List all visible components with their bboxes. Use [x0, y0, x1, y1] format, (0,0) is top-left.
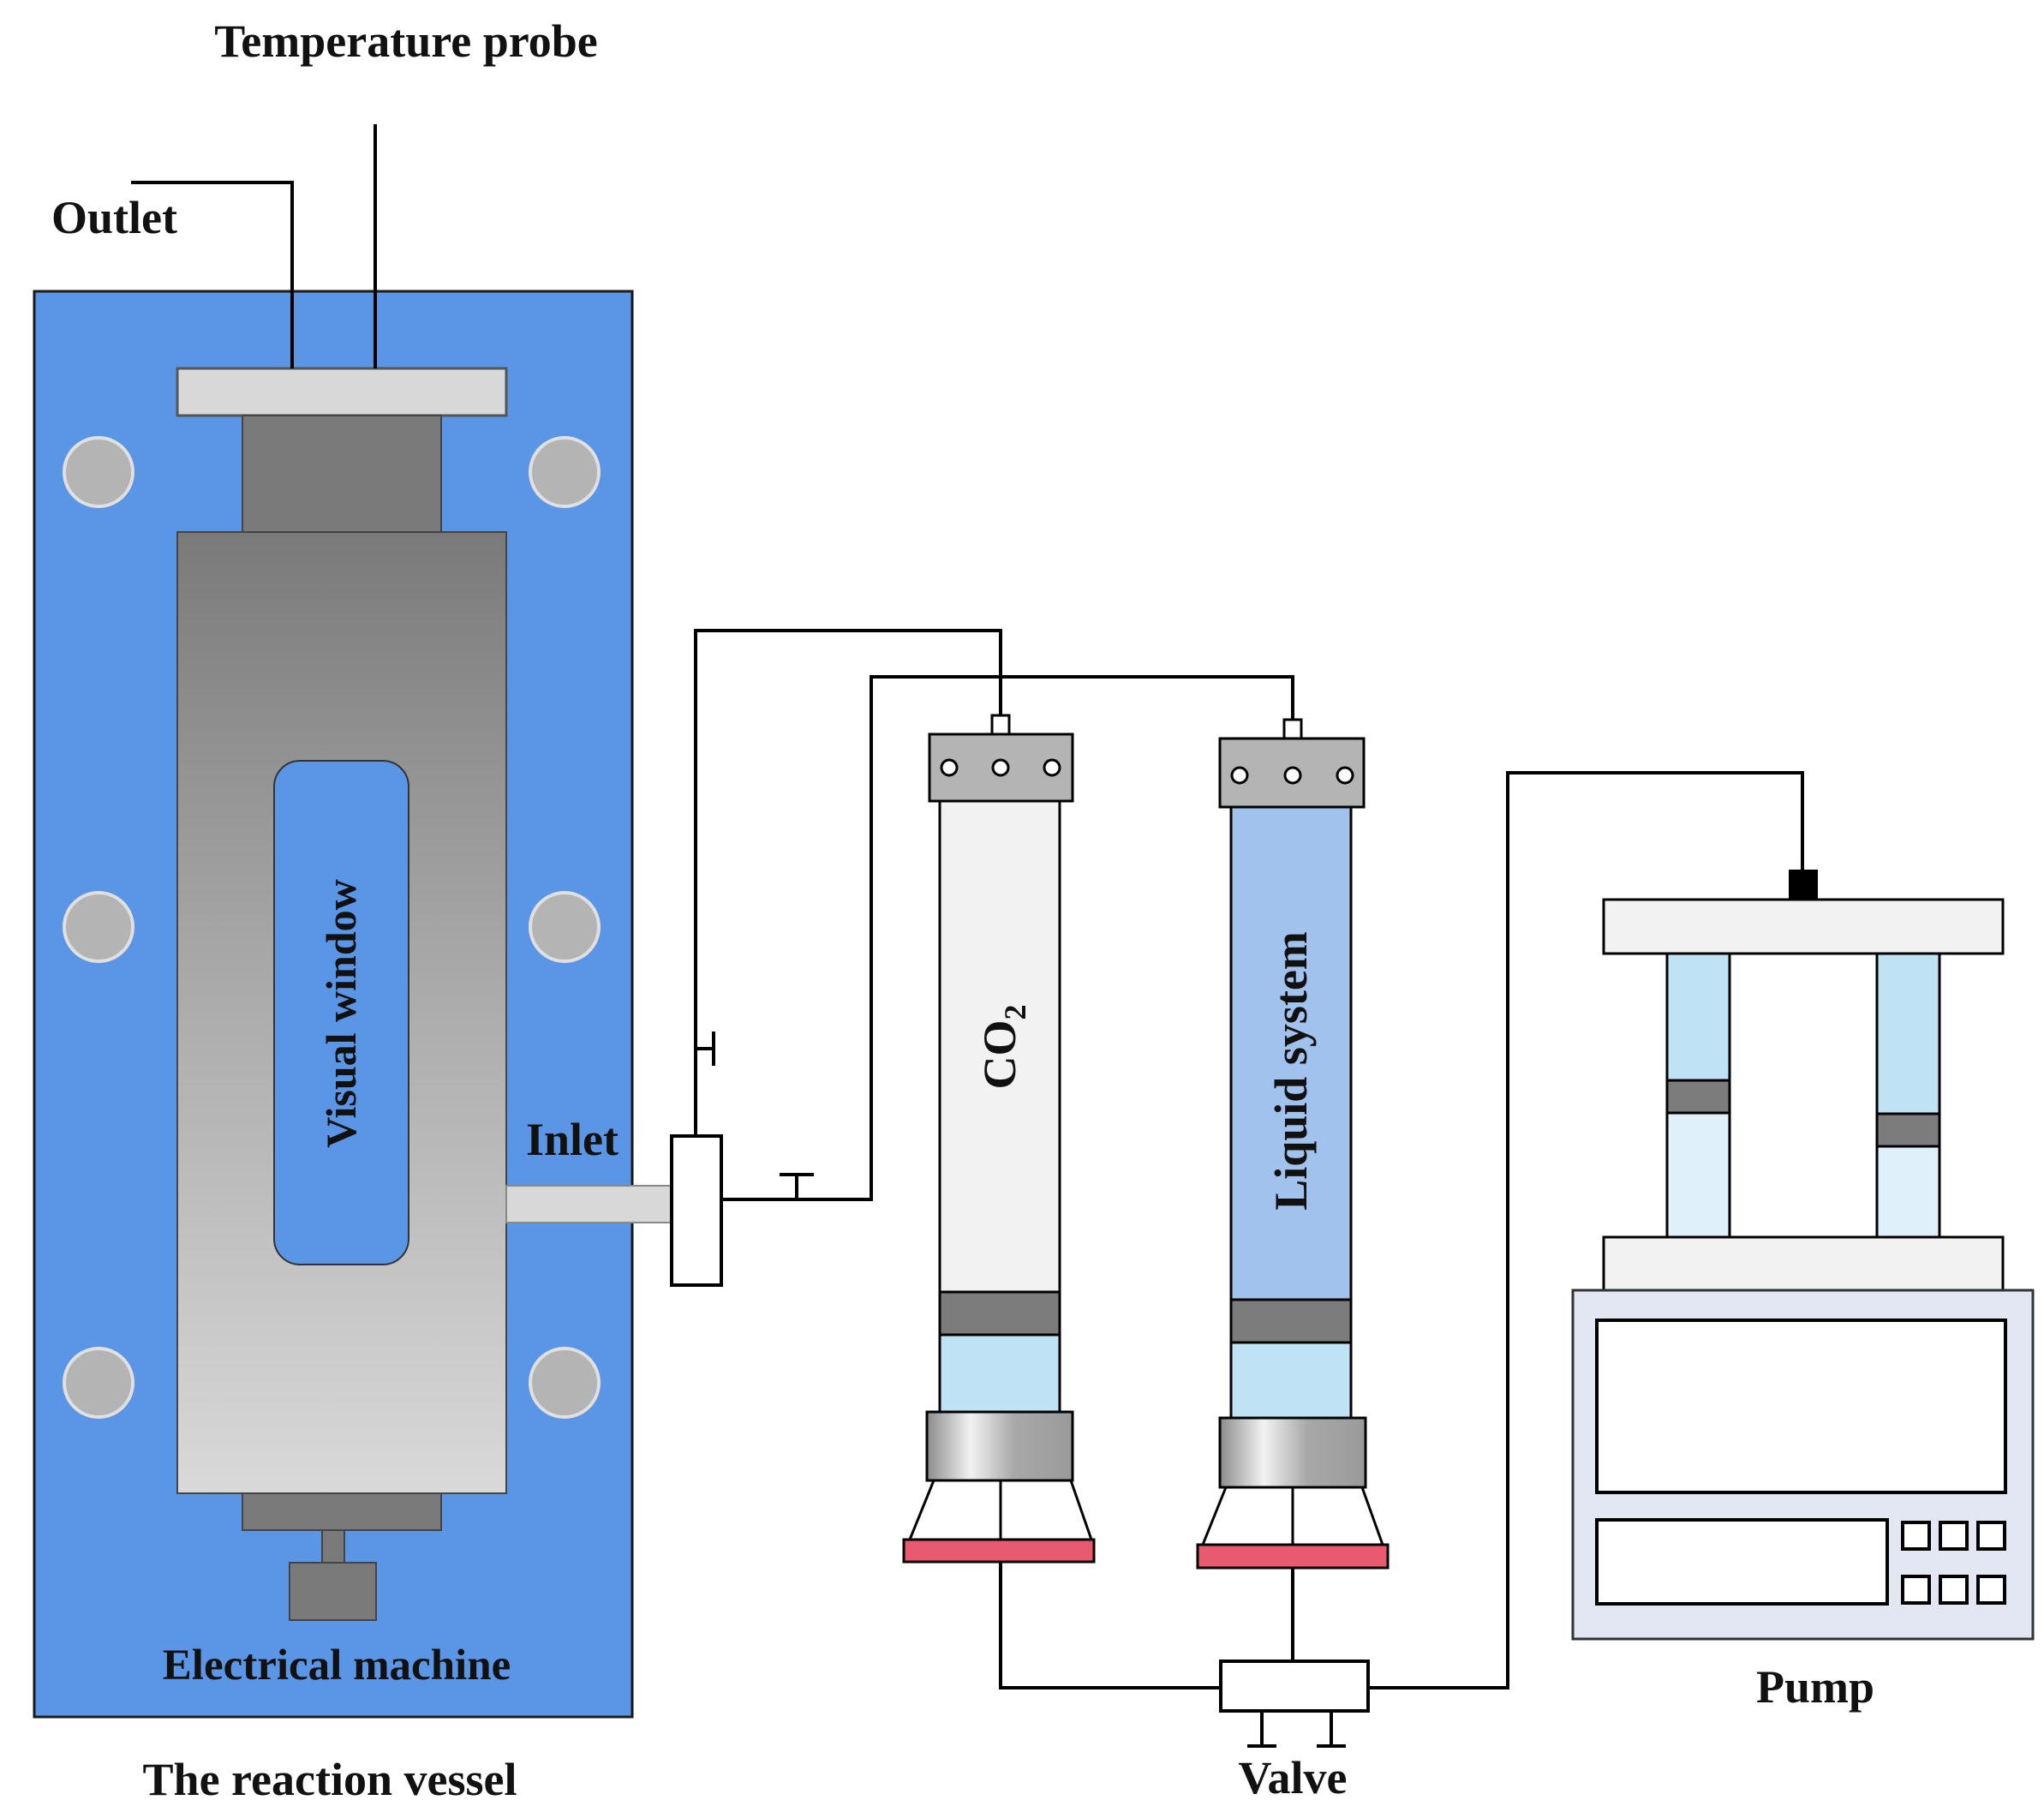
valve-handles[interactable] — [1247, 1711, 1346, 1748]
visual-window-label: Visual window — [317, 879, 365, 1148]
co2-top-port — [990, 714, 1011, 736]
liquid-piston — [1229, 1298, 1353, 1344]
electrical-machine — [289, 1562, 377, 1621]
liquid-bottom-collar — [1218, 1416, 1367, 1489]
reaction-vessel-label: The reaction vessel — [143, 1754, 517, 1805]
bolt — [529, 1347, 601, 1419]
pump-middle-plate — [1602, 1235, 2005, 1292]
co2-label-subscript: 2 — [998, 1005, 1032, 1020]
pump-info-panel — [1595, 1518, 1889, 1606]
co2-gas-chamber — [938, 799, 1061, 1294]
cap-hole — [991, 758, 1010, 777]
pump-cylinder-left-lower — [1665, 1111, 1731, 1239]
co2-label-main: CO — [974, 1020, 1025, 1090]
bolt — [529, 436, 601, 508]
pump-display-screen — [1595, 1319, 2007, 1494]
pump-cylinder-right-upper — [1875, 952, 1941, 1115]
outlet-line — [131, 181, 294, 368]
reaction-vessel: Visual window Electrical machine — [33, 290, 674, 1719]
visual-window — [273, 760, 409, 1265]
cap-hole — [1283, 766, 1302, 785]
bolt — [63, 891, 134, 963]
inlet-manifold — [670, 1134, 723, 1287]
valve-label: Valve — [1238, 1752, 1347, 1803]
liquid-feed-line — [721, 675, 1294, 1201]
liquid-drive-fluid — [1229, 1341, 1353, 1420]
pump-piston-right — [1875, 1112, 1941, 1148]
pump-key[interactable] — [1976, 1575, 2006, 1605]
upper-neck — [242, 415, 442, 533]
liquid-chamber — [1229, 805, 1353, 1301]
valve-body[interactable] — [1219, 1660, 1370, 1713]
co2-piston — [938, 1290, 1061, 1337]
line-valve-co2[interactable] — [696, 1032, 715, 1066]
cap-hole — [940, 758, 959, 777]
temperature-probe-label: Temperature probe — [214, 15, 597, 67]
liquid-top-port — [1282, 718, 1303, 740]
pump-key[interactable] — [1976, 1521, 2006, 1551]
pump-line — [1368, 771, 1804, 1689]
pump: Pump — [1571, 870, 2035, 1713]
cap-hole — [1230, 766, 1249, 785]
pump-keypad[interactable] — [1901, 1521, 2006, 1605]
bolt — [529, 891, 601, 963]
co2-drive-fluid — [938, 1333, 1061, 1414]
outlet-label: Outlet — [51, 192, 177, 243]
cap-hole — [1043, 758, 1061, 777]
pump-key[interactable] — [1939, 1575, 1969, 1605]
liquid-stand-legs — [1201, 1486, 1384, 1546]
pump-connector — [1789, 870, 1818, 900]
co2-stand-legs — [908, 1480, 1093, 1540]
liquid-base — [1196, 1543, 1390, 1570]
liquid-system-cylinder: Liquid system — [1196, 718, 1390, 1570]
bolt — [63, 1347, 134, 1419]
pump-key[interactable] — [1901, 1521, 1931, 1551]
motor-shaft — [321, 1529, 345, 1564]
inlet-label: Inlet — [526, 1114, 619, 1165]
co2-label: CO2 — [974, 1005, 1032, 1090]
bottom-neck — [242, 1492, 442, 1531]
cap-hole — [1336, 766, 1354, 785]
line-valve-liquid[interactable] — [780, 1173, 814, 1199]
pump-cylinder-right-lower — [1875, 1145, 1941, 1239]
bolt — [63, 436, 134, 508]
co2-bottom-line — [999, 1562, 1221, 1689]
co2-cylinder: CO2 — [902, 714, 1096, 1564]
vessel-bolts — [63, 436, 601, 1419]
liquid-system-label: Liquid system — [1265, 931, 1317, 1211]
pump-top-plate — [1602, 898, 2005, 955]
pump-key[interactable] — [1901, 1575, 1931, 1605]
top-lid-plate — [176, 367, 508, 417]
co2-bottom-collar — [925, 1410, 1074, 1482]
pump-label: Pump — [1756, 1661, 1874, 1713]
pump-cylinder-left-upper — [1665, 952, 1731, 1082]
co2-feed-line — [694, 629, 1002, 1136]
pump-key[interactable] — [1939, 1521, 1969, 1551]
co2-base — [902, 1538, 1096, 1564]
inlet-pipe — [505, 1185, 674, 1223]
pump-piston-left — [1665, 1079, 1731, 1115]
electrical-machine-label: Electrical machine — [163, 1642, 511, 1689]
